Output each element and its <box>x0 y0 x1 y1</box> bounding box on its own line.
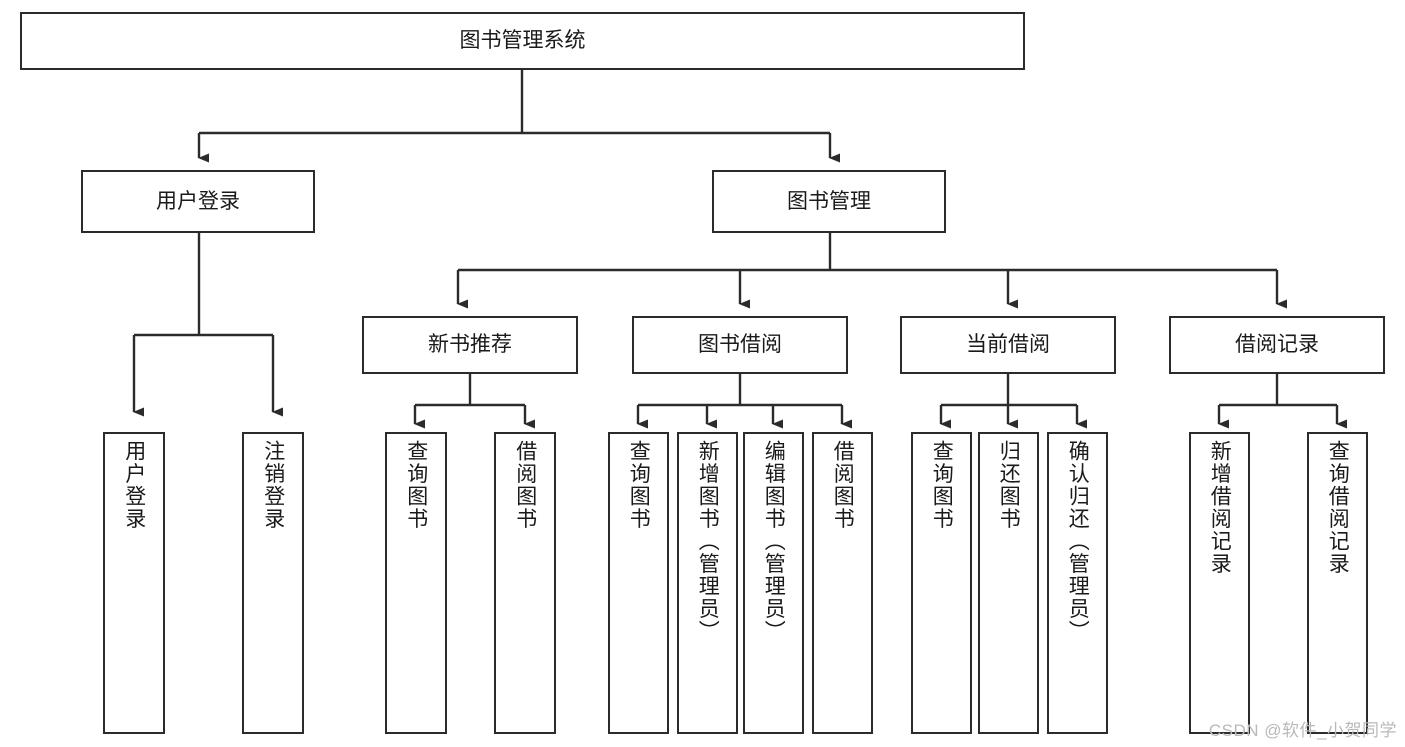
leaf-current-query-book[interactable]: 查询图书 <box>911 432 972 734</box>
node-label: 用户登录 <box>122 440 146 530</box>
leaf-user-logout[interactable]: 注销登录 <box>242 432 304 734</box>
node-current-borrow[interactable]: 当前借阅 <box>900 316 1116 374</box>
node-book-management[interactable]: 图书管理 <box>712 170 946 233</box>
node-new-book-recommend[interactable]: 新书推荐 <box>362 316 578 374</box>
leaf-recommend-query-book[interactable]: 查询图书 <box>385 432 447 734</box>
node-borrow-records[interactable]: 借阅记录 <box>1169 316 1385 374</box>
leaf-records-add-record[interactable]: 新增借阅记录 <box>1189 432 1250 734</box>
node-user-login[interactable]: 用户登录 <box>81 170 315 233</box>
node-label: 借阅记录 <box>1235 333 1319 357</box>
node-label: 新书推荐 <box>428 333 512 357</box>
node-label: 当前借阅 <box>966 333 1050 357</box>
leaf-records-query-record[interactable]: 查询借阅记录 <box>1307 432 1368 734</box>
node-label: 图书借阅 <box>698 333 782 357</box>
node-label: 借阅图书 <box>513 440 537 530</box>
node-label: 注销登录 <box>261 440 285 530</box>
leaf-recommend-borrow-book[interactable]: 借阅图书 <box>494 432 556 734</box>
node-label: 查询图书 <box>930 440 954 530</box>
node-label: 确认归还（管理员） <box>1066 440 1090 643</box>
node-root-system[interactable]: 图书管理系统 <box>20 12 1025 70</box>
leaf-borrow-query-book[interactable]: 查询图书 <box>608 432 669 734</box>
node-label: 用户登录 <box>156 189 240 213</box>
node-label: 借阅图书 <box>831 440 855 530</box>
node-label: 查询图书 <box>404 440 428 530</box>
node-book-borrow[interactable]: 图书借阅 <box>632 316 848 374</box>
node-label: 查询借阅记录 <box>1326 440 1350 575</box>
node-label: 新增图书（管理员） <box>696 440 720 643</box>
node-label: 图书管理系统 <box>459 29 586 53</box>
leaf-borrow-borrow-book[interactable]: 借阅图书 <box>812 432 873 734</box>
leaf-current-confirm-return-admin[interactable]: 确认归还（管理员） <box>1047 432 1108 734</box>
node-label: 图书管理 <box>787 189 871 213</box>
node-label: 新增借阅记录 <box>1208 440 1232 575</box>
leaf-current-return-book[interactable]: 归还图书 <box>978 432 1039 734</box>
leaf-borrow-edit-book-admin[interactable]: 编辑图书（管理员） <box>743 432 804 734</box>
node-label: 编辑图书（管理员） <box>762 440 786 643</box>
leaf-user-login[interactable]: 用户登录 <box>103 432 165 734</box>
csdn-watermark: CSDN @软件_小贺同学 <box>1208 721 1397 740</box>
node-label: 归还图书 <box>997 440 1021 530</box>
node-label: 查询图书 <box>627 440 651 530</box>
leaf-borrow-add-book-admin[interactable]: 新增图书（管理员） <box>677 432 738 734</box>
